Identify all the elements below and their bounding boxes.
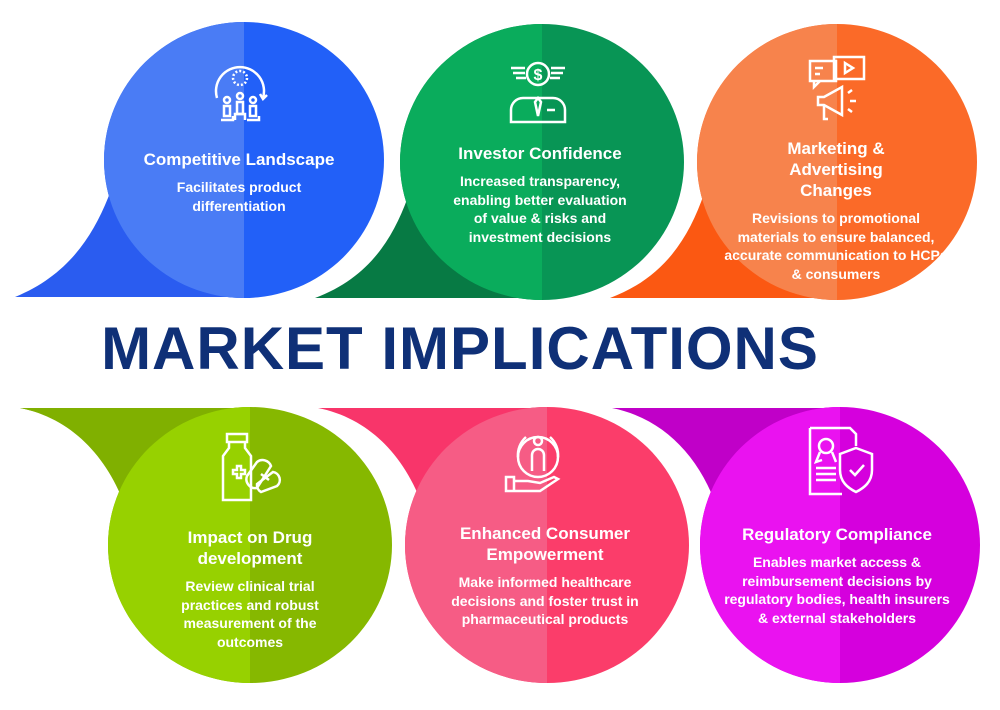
card-description: Review clinical trial practices and robu… [181,578,319,650]
card-drug-development: Impact on Drug development Review clinic… [125,527,375,651]
card-investor-confidence: Investor Confidence Increased transparen… [415,143,665,246]
investor-dollar-icon: $ [503,56,573,126]
page-title: MARKET IMPLICATIONS [101,315,819,382]
card-regulatory-compliance: Regulatory Compliance Enables market acc… [712,524,962,627]
card-marketing-advertising: Marketing & Advertising Changes Revision… [711,138,961,283]
teardrop-drug-development [20,407,392,683]
card-description: Revisions to promotional materials to en… [724,210,948,282]
card-heading: Investor Confidence [458,144,622,163]
card-description: Make informed healthcare decisions and f… [451,574,639,627]
card-description: Increased transparency, enabling better … [453,173,627,245]
card-heading: Regulatory Compliance [742,525,932,544]
card-description: Enables market access & reimbursement de… [724,554,950,626]
card-heading: Competitive Landscape [143,150,335,169]
teardrop-regulatory [612,407,980,683]
card-consumer-empowerment: Enhanced Consumer Empowerment Make infor… [420,523,670,629]
megaphone-video-icon [804,55,874,125]
card-competitive-landscape: Competitive Landscape Facilitates produc… [114,149,364,215]
card-description: Facilitates product differentiation [176,179,302,214]
teardrop-competitive [15,22,384,298]
card-heading: Impact on Drug development [187,528,313,568]
teardrop-marketing [610,24,977,300]
podium-people-icon [205,58,275,128]
card-heading: Marketing & Advertising Changes [787,139,885,200]
medicine-bottle-pills-icon [215,432,285,502]
teardrop-investor [315,24,684,300]
svg-text:$: $ [534,67,543,84]
document-shield-icon [806,426,876,496]
hand-person-icon [502,427,572,497]
card-heading: Enhanced Consumer Empowerment [459,524,631,564]
